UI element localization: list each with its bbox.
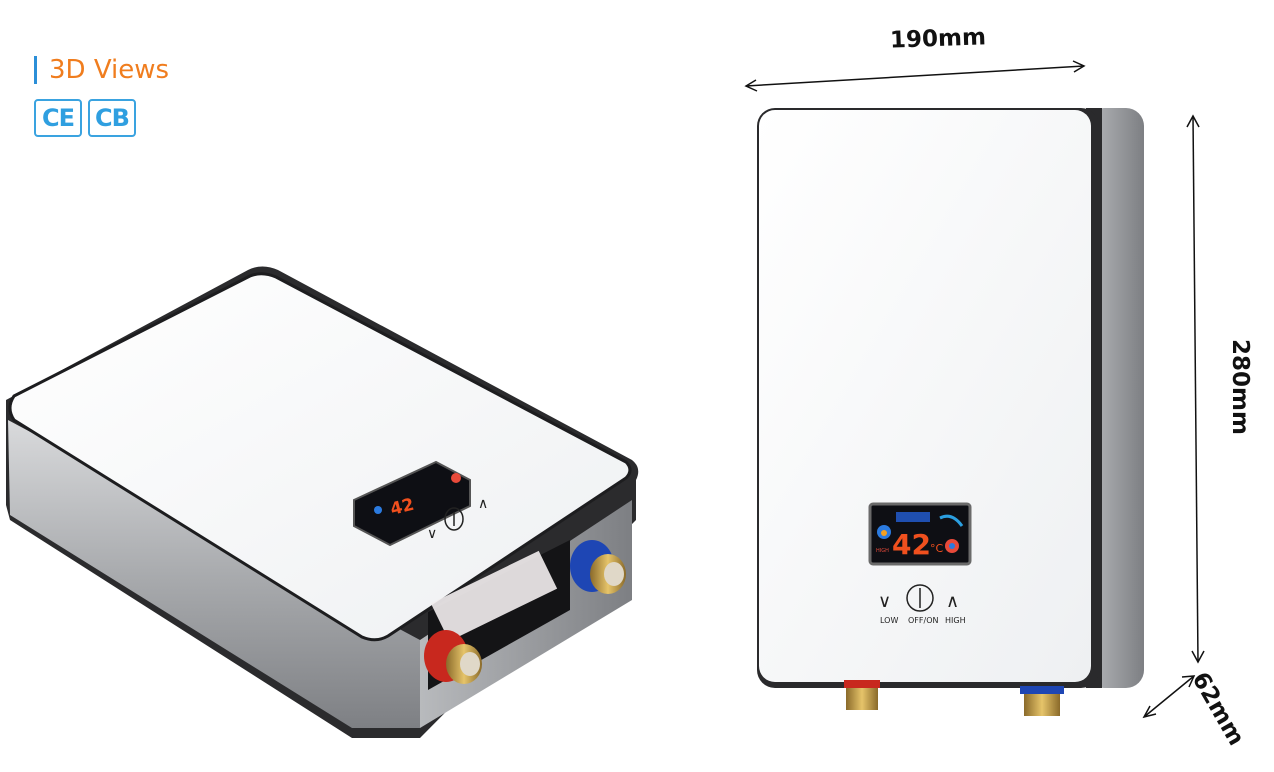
heater-front-view: 42 °C HIGH ∨ ∧ LOW OFF/ON HIGH (757, 108, 1144, 716)
cb-certification-badge: CB (88, 99, 136, 137)
height-dimension-arrow (1186, 114, 1205, 664)
svg-text:∨: ∨ (427, 526, 437, 542)
certification-badges: CE CB (34, 99, 169, 137)
hot-water-inlet-angled (424, 630, 482, 684)
mode-indicator: HIGH (876, 548, 889, 554)
control-panel-front: ∨ ∧ LOW OFF/ON HIGH (878, 584, 966, 625)
temperature-readout-front: 42 (892, 528, 931, 561)
temperature-unit: °C (930, 542, 944, 555)
page-title: 3D Views (49, 55, 170, 85)
width-dimension-label: 190mm (889, 24, 987, 54)
height-dimension-label: 280mm (1226, 339, 1253, 435)
hot-water-inlet-front (844, 680, 880, 710)
svg-text:∧: ∧ (478, 496, 488, 512)
heater-angled-view: 42 ∨ ∧ (6, 266, 639, 738)
cold-water-inlet-front (1020, 686, 1064, 716)
title-accent-bar (34, 56, 37, 84)
depth-dimension-arrow (1142, 675, 1196, 719)
title-bar: 3D Views (34, 55, 169, 85)
high-label: HIGH (945, 616, 966, 625)
low-button[interactable]: ∨ (878, 591, 891, 612)
display-screen-angled: 42 (353, 460, 471, 547)
ce-certification-badge: CE (34, 99, 82, 137)
power-button[interactable] (906, 584, 934, 612)
low-label: LOW (880, 616, 898, 625)
high-button[interactable]: ∧ (946, 591, 959, 612)
header: 3D Views CE CB (34, 55, 169, 137)
display-screen-front: 42 °C HIGH (868, 502, 972, 566)
power-label: OFF/ON (908, 616, 938, 625)
cold-water-inlet-angled (570, 540, 626, 594)
control-buttons-angled: ∨ ∧ (427, 496, 488, 542)
width-dimension-arrow (744, 60, 1086, 92)
